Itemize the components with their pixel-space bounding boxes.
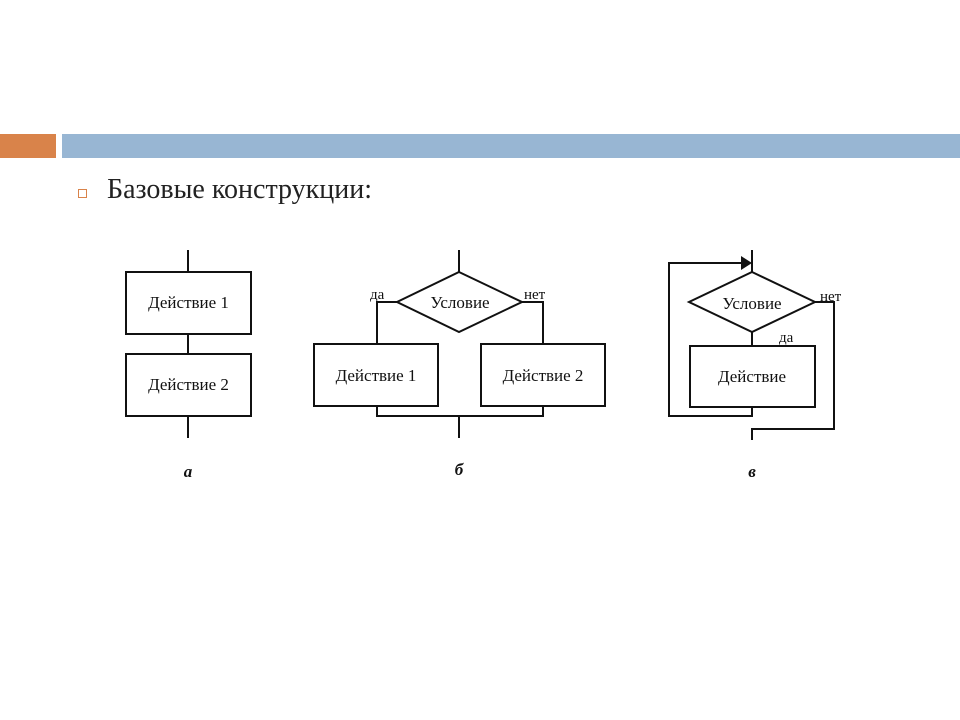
loop-back-line (668, 262, 753, 417)
branch-caption: б (455, 460, 465, 479)
branch-action2-label: Действие 2 (503, 366, 584, 385)
branch-no-line (522, 301, 544, 344)
branch-merge-line (376, 406, 544, 417)
diagram-loop: Условие да Действие нет в (668, 250, 842, 481)
loop-no-label: нет (820, 289, 842, 305)
slide-heading: Базовые конструкции: (107, 174, 373, 205)
loop-action-label: Действие (718, 367, 786, 386)
branch-action1-label: Действие 1 (336, 366, 417, 385)
seq-action2-label: Действие 2 (148, 375, 229, 394)
diagram-sequence: Действие 1 Действие 2 а (125, 250, 252, 481)
diagram-branch: Условие да нет Действие 1 Действие 2 б (313, 250, 606, 479)
loop-yes-label: да (779, 330, 794, 346)
branch-yes-line (376, 301, 397, 344)
seq-action1-box (125, 271, 252, 335)
loop-action-box (689, 345, 816, 408)
seq-caption: а (184, 462, 193, 481)
loop-exit-line (751, 301, 835, 440)
loop-condition-label: Условие (722, 294, 781, 313)
branch-yes-label: да (370, 287, 385, 303)
header-accent-orange (0, 134, 56, 158)
branch-action1-box (313, 343, 439, 407)
branch-condition-diamond (394, 270, 525, 334)
seq-action2-box (125, 353, 252, 417)
branch-condition-label: Условие (430, 293, 489, 312)
branch-no-label: нет (524, 287, 546, 303)
loop-arrow-icon (741, 256, 752, 270)
seq-action1-label: Действие 1 (148, 293, 229, 312)
loop-caption: в (748, 462, 756, 481)
bullet-square-icon (78, 189, 87, 198)
header-accent-blue (62, 134, 960, 158)
